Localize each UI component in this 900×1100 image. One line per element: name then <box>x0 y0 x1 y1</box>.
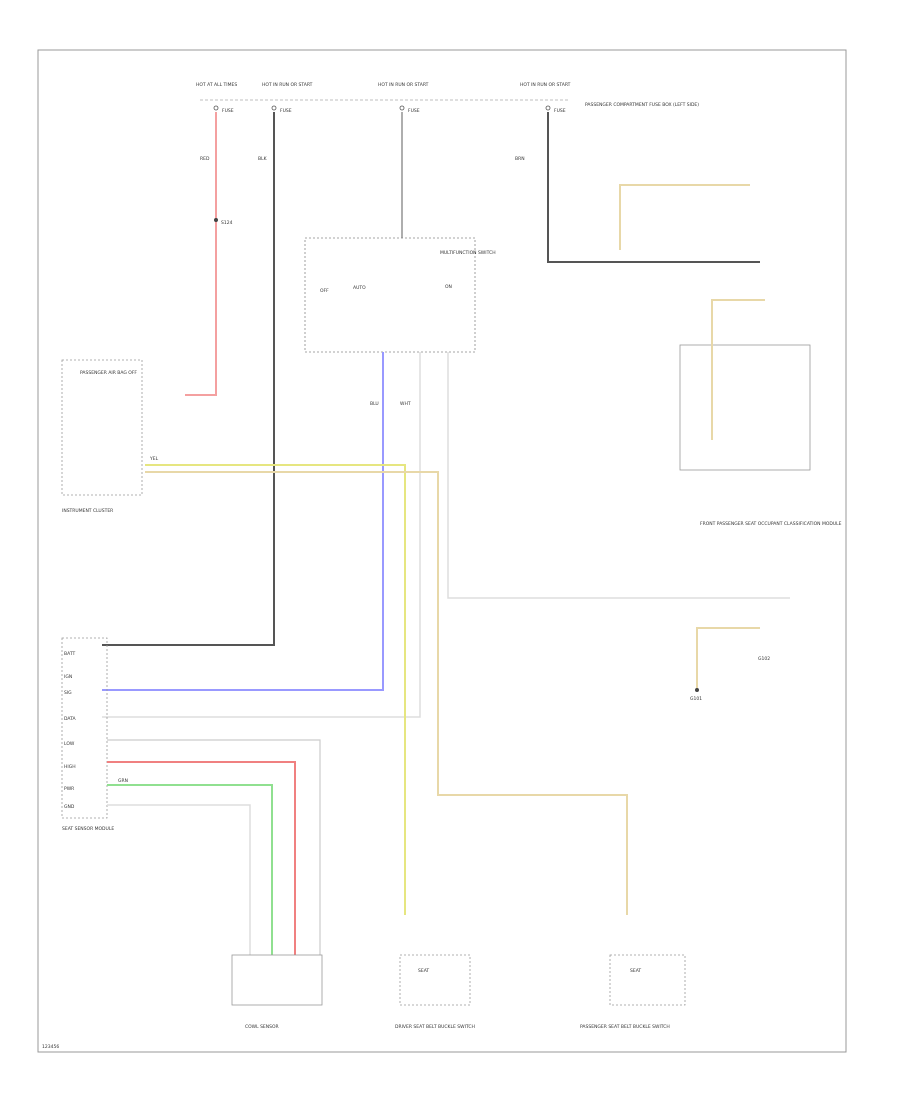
svg-text:FUSE: FUSE <box>554 108 566 114</box>
ground-g101-label: G101 <box>690 696 702 702</box>
pin-high: HIGH <box>64 764 76 770</box>
wire-tan-4 <box>696 627 760 690</box>
wire-yellow-1 <box>145 464 406 915</box>
driver-seat-text: SEAT <box>418 968 429 974</box>
wire-black-1 <box>102 112 275 646</box>
fuse-note: PASSENGER COMPARTMENT FUSE BOX (LEFT SID… <box>585 102 699 108</box>
wire-red-2 <box>107 761 296 955</box>
instrument-cluster <box>61 359 143 496</box>
svg-text:FUSE: FUSE <box>222 108 234 114</box>
wire-color-black: BLK <box>258 156 268 162</box>
svg-text:FUSE: FUSE <box>408 108 420 114</box>
frt-module-label: FRONT PASSENGER SEAT OCCUPANT CLASSIFICA… <box>700 521 842 527</box>
ground-g101 <box>695 688 699 692</box>
splice-s124 <box>214 218 218 222</box>
multifunction-switch <box>304 237 476 353</box>
pin-sig: SIG <box>64 690 72 696</box>
passenger-latch-label: PASSENGER SEAT BELT BUCKLE SWITCH <box>580 1024 670 1030</box>
wire-blue <box>102 352 384 691</box>
wire-tan-3 <box>711 299 765 440</box>
fuse-4: FUSE <box>545 105 566 114</box>
wire-color-blue: BLU <box>370 401 379 407</box>
driver-latch <box>399 954 471 1006</box>
passenger-seat-text: SEAT <box>630 968 641 974</box>
pin-data: DATA <box>64 716 77 722</box>
diagram-id: 123456 <box>42 1044 59 1050</box>
seat-sensor-module-label: SEAT SENSOR MODULE <box>62 826 114 832</box>
source-label-2: HOT IN RUN OR START <box>262 82 313 88</box>
wire-color-green: GRN <box>118 778 128 784</box>
wire-white-1 <box>102 352 421 718</box>
fuse-1: FUSE <box>213 105 234 114</box>
pin-pwr: PWR <box>64 786 74 792</box>
pin-low: LOW <box>64 741 75 747</box>
wire-color-white: WHT <box>400 401 411 407</box>
wire-black-2 <box>547 112 760 263</box>
source-label-4: HOT IN RUN OR START <box>520 82 571 88</box>
wire-white-2 <box>447 352 790 599</box>
instrument-cluster-label: INSTRUMENT CLUSTER <box>62 508 113 514</box>
indicator-label: PASSENGER AIR BAG OFF <box>80 370 137 376</box>
splice-label: S124 <box>221 220 233 226</box>
wire-grey <box>107 739 321 955</box>
ground-g102-label: G102 <box>758 656 770 662</box>
wire-color-red: RED <box>200 156 210 162</box>
source-label-3: HOT IN RUN OR START <box>378 82 429 88</box>
svg-text:FUSE: FUSE <box>280 108 292 114</box>
wire-green <box>107 784 273 955</box>
cowl-sensor <box>231 954 323 1006</box>
fuse-2: FUSE <box>271 105 292 114</box>
wire-color-brown: BRN <box>515 156 525 162</box>
seat-sensor-module <box>61 637 108 819</box>
pin-ign: IGN <box>64 674 72 680</box>
switch-on: ON <box>445 284 452 290</box>
multifunction-label: MULTIFUNCTION SWITCH <box>440 250 496 256</box>
pin-gnd: GND <box>64 804 75 810</box>
wire-red <box>185 112 217 396</box>
switch-off: OFF <box>320 288 329 294</box>
diagram-border <box>37 49 847 1053</box>
wire-color-yellow: YEL <box>149 456 159 462</box>
cowl-sensor-label: COWL SENSOR <box>245 1024 279 1030</box>
source-label-1: HOT AT ALL TIMES <box>196 82 237 88</box>
switch-auto: AUTO <box>353 285 366 291</box>
fuse-3: FUSE <box>399 105 420 114</box>
wire-tan-1 <box>145 471 628 915</box>
passenger-latch <box>609 954 686 1006</box>
driver-latch-label: DRIVER SEAT BELT BUCKLE SWITCH <box>395 1024 475 1030</box>
frt-module <box>679 344 811 471</box>
wire-tan-2 <box>619 184 750 250</box>
wire-white-3 <box>107 804 251 955</box>
pin-batt: BATT <box>64 651 75 657</box>
